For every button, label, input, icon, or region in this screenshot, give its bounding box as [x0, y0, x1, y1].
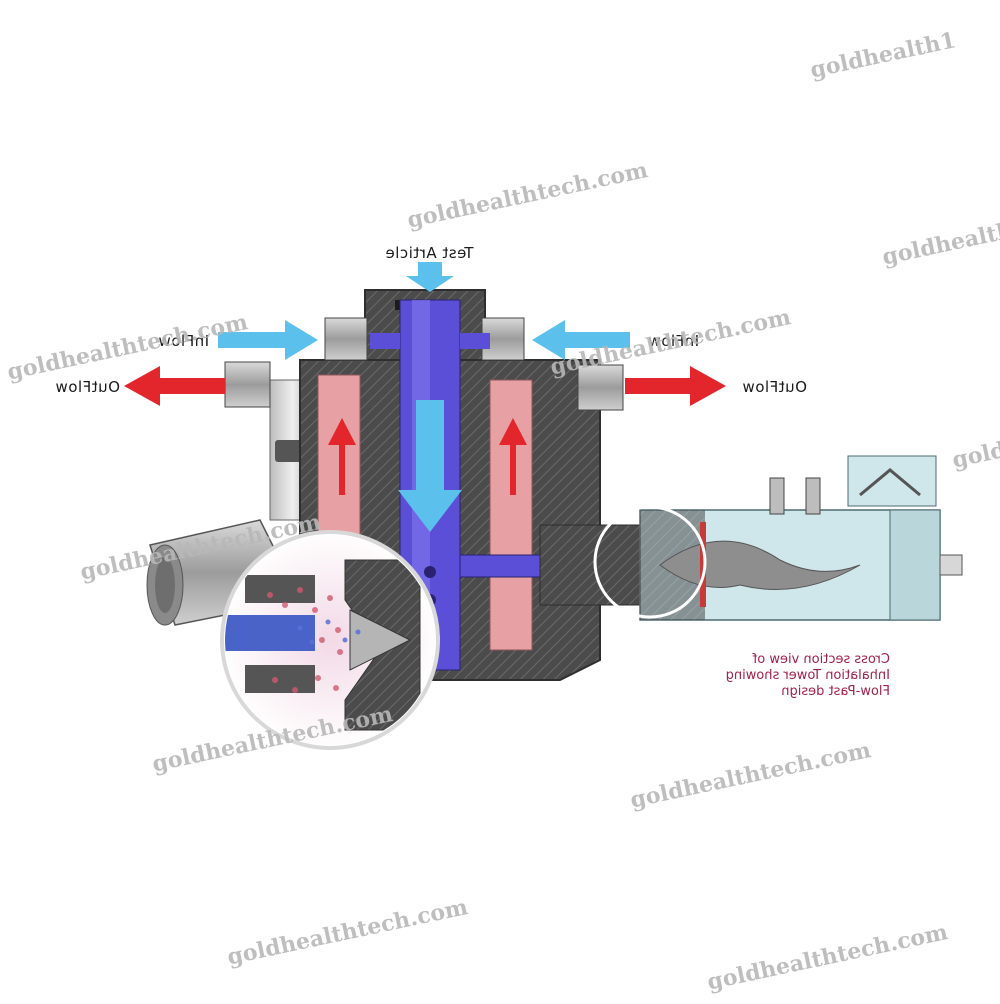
caption-line-2: Inhalation Tower showing	[725, 668, 890, 683]
exposure-chamber	[539, 455, 963, 621]
outflow-label-left: OutFlow	[55, 378, 120, 396]
caption-line-1: Cross section view of	[752, 652, 890, 667]
return-flow-arrows	[328, 418, 527, 495]
inflow-arrow-left	[218, 320, 318, 360]
zoom-detail	[220, 530, 440, 750]
test-article-arrow	[406, 262, 454, 292]
fittings	[224, 317, 624, 411]
central-flow-arrow	[398, 400, 462, 532]
outflow-arrow-right	[625, 366, 726, 406]
test-article-label: Test Article	[385, 244, 474, 262]
caption-text: Cross section view of Inhalation Tower s…	[690, 652, 890, 700]
caption-line-3: Flow-Past design	[781, 684, 890, 699]
outflow-arrow-left	[124, 366, 225, 406]
outflow-label-right: OutFlow	[742, 378, 807, 396]
inflow-arrow-right	[532, 320, 630, 360]
